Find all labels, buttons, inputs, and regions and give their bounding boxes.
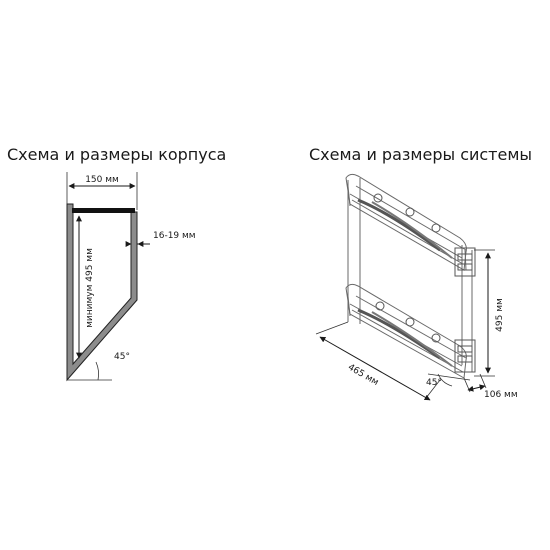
depth-extension-rear	[315, 321, 349, 335]
system-angle-label: 45°	[426, 378, 442, 388]
cabinet-diagram: 150 мм 16-19 мм минимум 495 мм 45°	[66, 172, 196, 382]
width-label: 150 мм	[85, 175, 119, 185]
cabinet-top-rail	[72, 208, 135, 213]
system-diagram	[345, 173, 476, 379]
cabinet-scheme-title: Схема и размеры корпуса	[7, 145, 227, 164]
thickness-label: 16-19 мм	[153, 231, 196, 241]
system-width-line	[467, 384, 486, 392]
system-width-label: 106 мм	[484, 390, 518, 400]
angle-arc	[95, 361, 99, 381]
height-label: минимум 495 мм	[85, 248, 95, 328]
system-height-label: 495 мм	[495, 298, 505, 332]
system-angle-baseline	[427, 373, 471, 381]
system-depth-label: 465 мм	[346, 363, 380, 388]
lower-basket	[345, 283, 467, 379]
system-scheme-title: Схема и размеры системы	[309, 145, 533, 164]
system-depth-line	[319, 336, 431, 401]
system-dimensions: 495 мм 465 мм 45° 106 мм	[315, 249, 518, 401]
system-angle-arc	[437, 373, 453, 387]
upper-basket	[345, 173, 467, 271]
cabinet-angle-label: 45°	[114, 352, 130, 362]
front-hardware	[454, 247, 476, 373]
